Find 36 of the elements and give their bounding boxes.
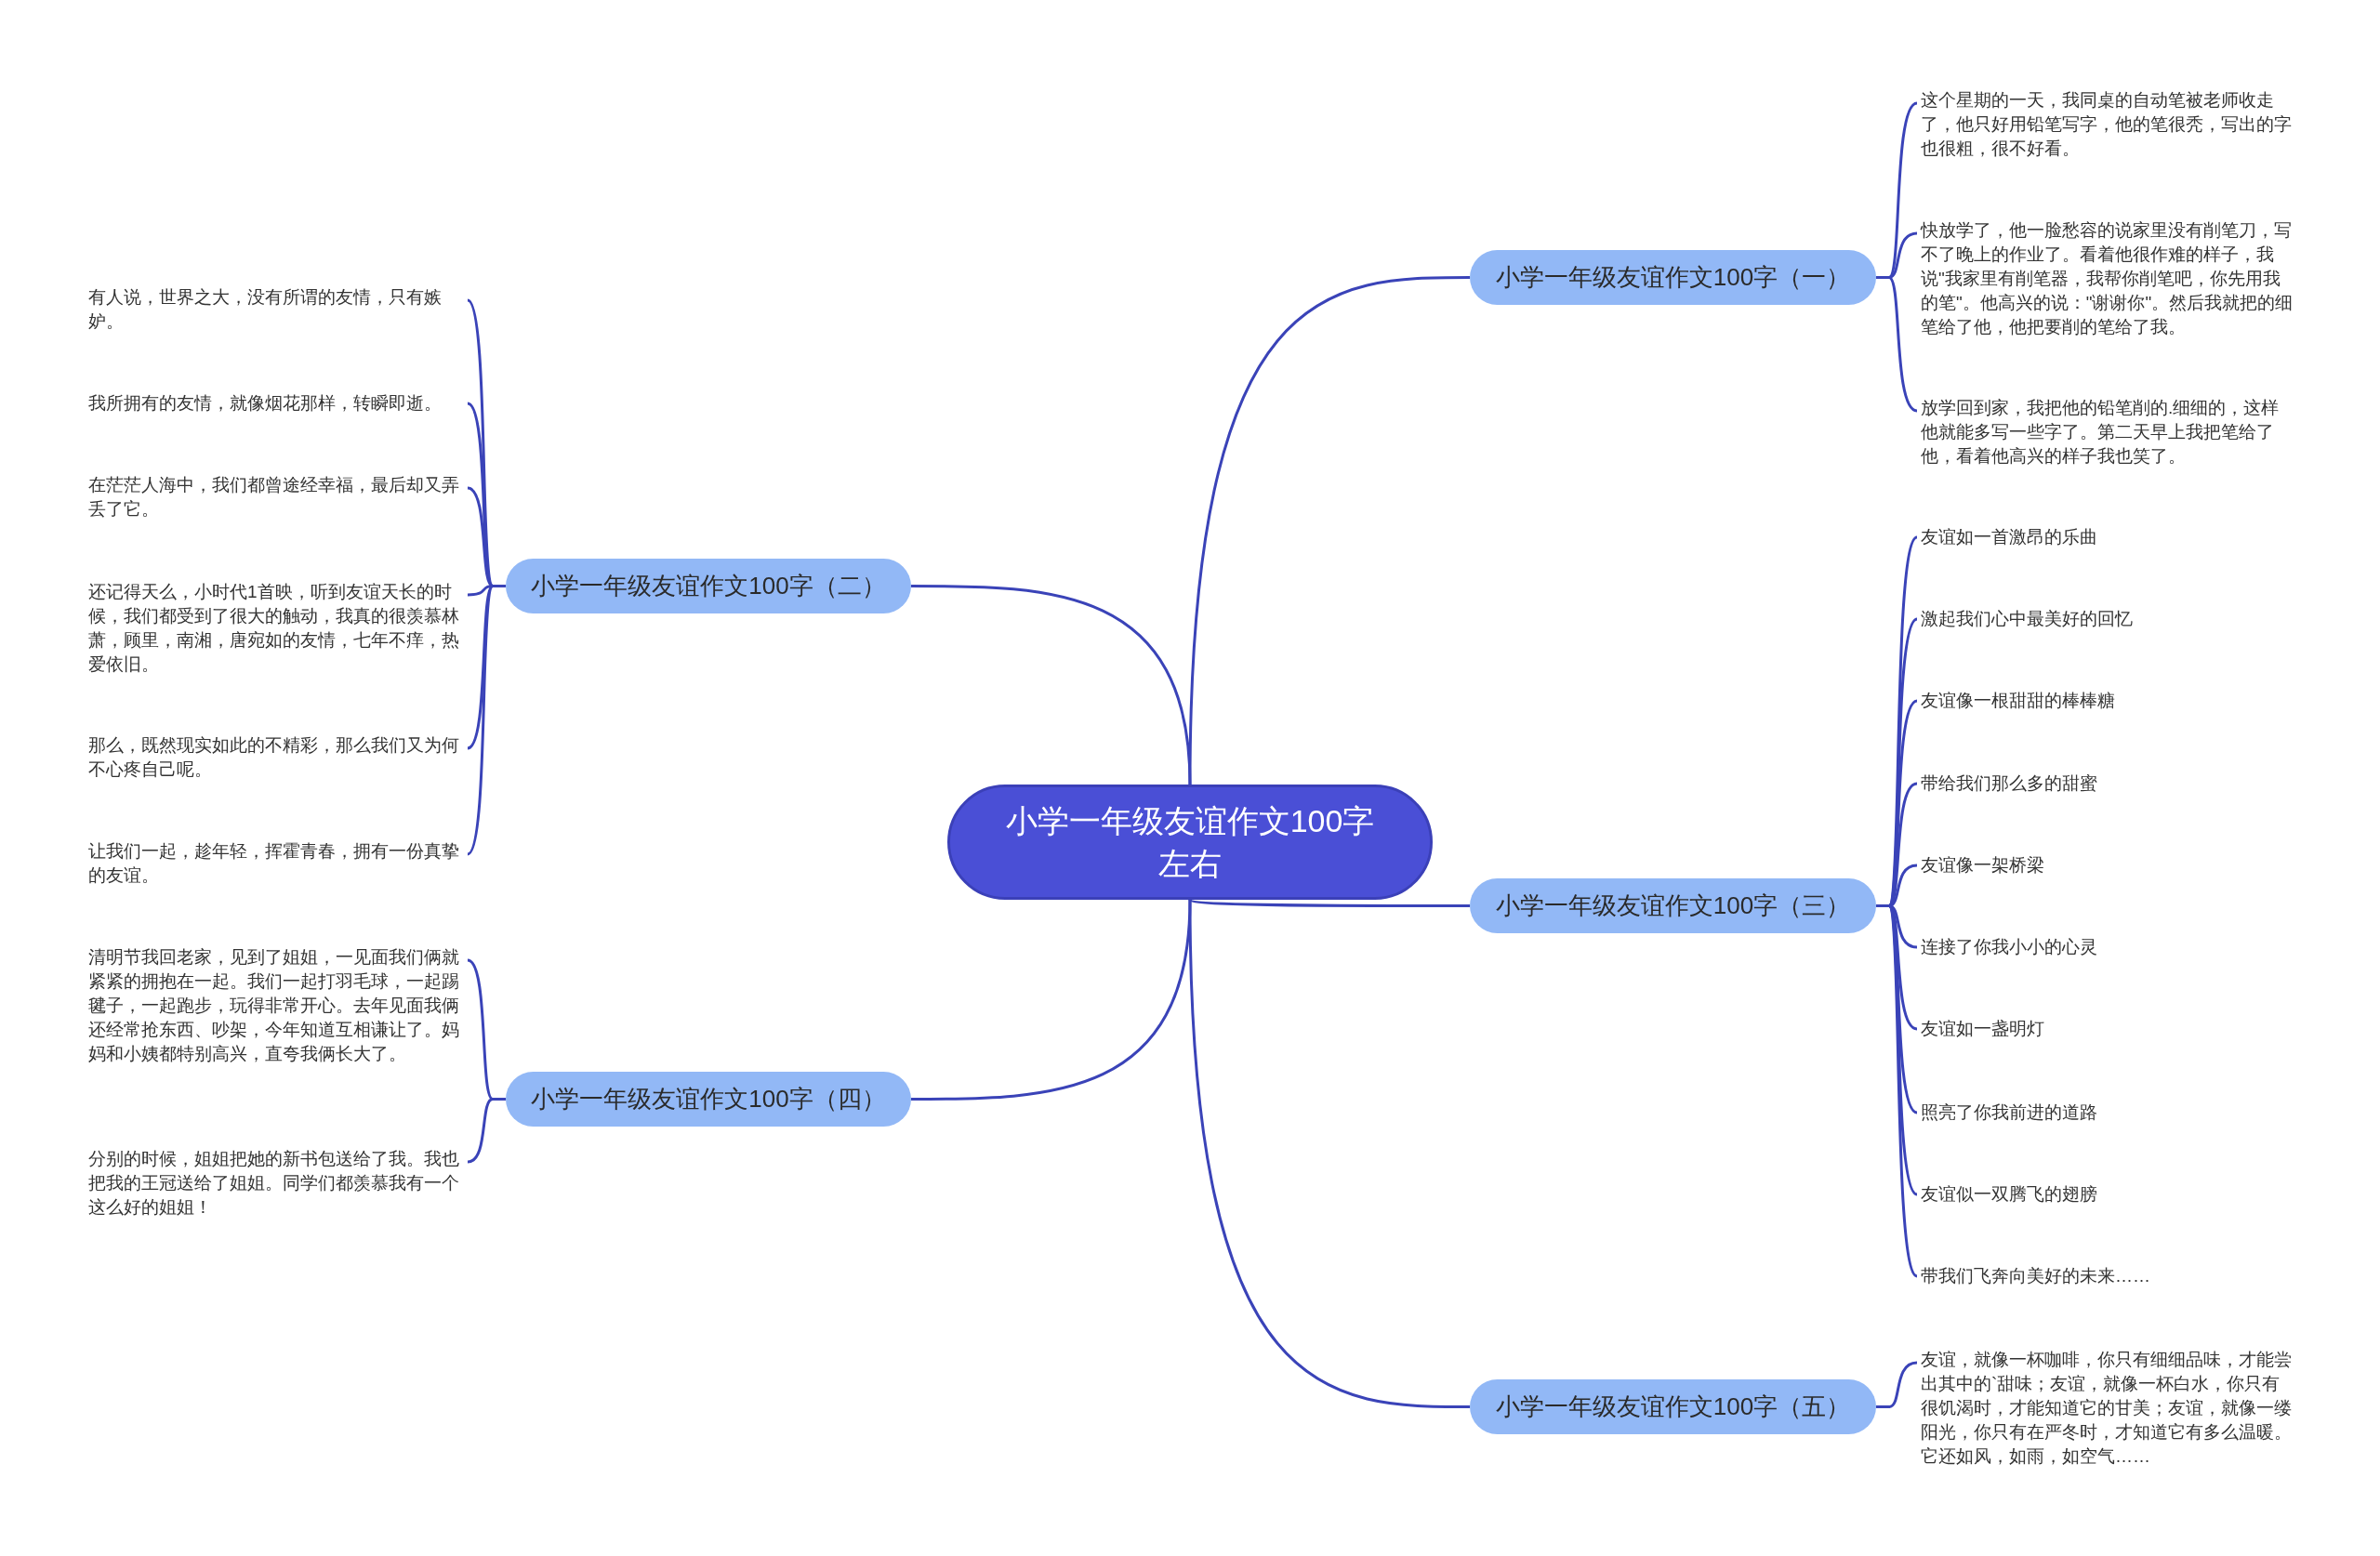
leaf-text: 这个星期的一天，我同桌的自动笔被老师收走了，他只好用铅笔写字，他的笔很秃，写出的字也很粗，很不好看。	[1917, 88, 2300, 161]
topic-box: 小学一年级友谊作文100字（五）	[1470, 1379, 1876, 1434]
leaf-text: 友谊像一架桥梁	[1917, 853, 2300, 877]
leaf-text: 还记得天么，小时代1首映，听到友谊天长的时候，我们都受到了很大的触动，我真的很羡慕林萧，顾里，南湘，唐宛如的友情，七年不痒，热爱依旧。	[85, 580, 468, 677]
connector-line	[467, 1098, 506, 1164]
leaf-text: 分别的时候，姐姐把她的新书包送给了我。我也把我的王冠送给了姐姐。同学们都羡慕我有一个这么好的姐姐！	[85, 1147, 468, 1220]
topic-box: 小学一年级友谊作文100字（三）	[1470, 878, 1876, 933]
connector-line	[1188, 899, 1470, 1408]
leaf-text: 友谊如一盏明灯	[1917, 1017, 2300, 1041]
connector-line	[911, 899, 1192, 1101]
leaf-text: 友谊如一首激昂的乐曲	[1917, 525, 2300, 549]
topic-box: 小学一年级友谊作文100字（二）	[506, 559, 911, 613]
connector-line	[1876, 904, 1919, 1277]
leaf-text: 让我们一起，趁年轻，挥霍青春，拥有一份真挚的友谊。	[85, 839, 468, 888]
leaf-text: 激起我们心中最美好的回忆	[1917, 607, 2300, 631]
leaf-text: 照亮了你我前进的道路	[1917, 1101, 2300, 1125]
leaf-text: 那么，既然现实如此的不精彩，那么我们又为何不心疼自己呢。	[85, 733, 468, 782]
connector-line	[911, 585, 1192, 785]
connector-line	[1876, 1361, 1918, 1408]
topic-box: 小学一年级友谊作文100字（四）	[506, 1072, 911, 1127]
central-topic-box: 小学一年级友谊作文100字左右	[947, 785, 1433, 900]
leaf-text: 快放学了，他一脸愁容的说家里没有削笔刀，写不了晚上的作业了。看着他很作难的样子，我说"我家里有削笔器，我帮你削笔吧，你先用我的笔"。他高兴的说："谢谢你"。然后我就把的细笔给了他，他把要削的笔给了我。	[1917, 218, 2300, 339]
leaf-text: 友谊似一双腾飞的翅膀	[1917, 1182, 2300, 1207]
leaf-text: 友谊，就像一杯咖啡，你只有细细品味，才能尝出其中的`甜味；友谊，就像一杯白水，你只有很饥渴时，才能知道它的甘美；友谊，就像一缕阳光，你只有在严冬时，才知道它有多么温暖。它还如风，如雨，如空气……	[1917, 1348, 2300, 1469]
leaf-text: 有人说，世界之大，没有所谓的友情，只有嫉妒。	[85, 285, 468, 334]
topic-box: 小学一年级友谊作文100字（一）	[1470, 250, 1876, 305]
leaf-text: 清明节我回老家，见到了姐姐，一见面我们俩就紧紧的拥抱在一起。我们一起打羽毛球，一起踢毽子，一起跑步，玩得非常开心。去年见面我俩还经常抢东西、吵架，今年知道互相谦让了。妈妈和小姨都特别高兴，直夸我俩长大了。	[85, 945, 468, 1066]
connector-line	[1189, 898, 1470, 907]
leaf-text: 带给我们那么多的甜蜜	[1917, 771, 2300, 796]
leaf-text: 连接了你我小小的心灵	[1917, 935, 2300, 959]
leaf-text: 我所拥有的友情，就像烟花那样，转瞬即逝。	[85, 391, 468, 415]
leaf-text: 带我们飞奔向美好的未来……	[1917, 1264, 2300, 1288]
leaf-text: 放学回到家，我把他的铅笔削的.细细的，这样他就能多写一些字了。第二天早上我把笔给了他，看着他高兴的样子我也笑了。	[1917, 396, 2300, 468]
connector-line	[1876, 276, 1918, 413]
leaf-text: 在茫茫人海中，我们都曾途经幸福，最后却又弄丢了它。	[85, 473, 468, 521]
leaf-text: 友谊像一根甜甜的棒棒糖	[1917, 689, 2300, 713]
